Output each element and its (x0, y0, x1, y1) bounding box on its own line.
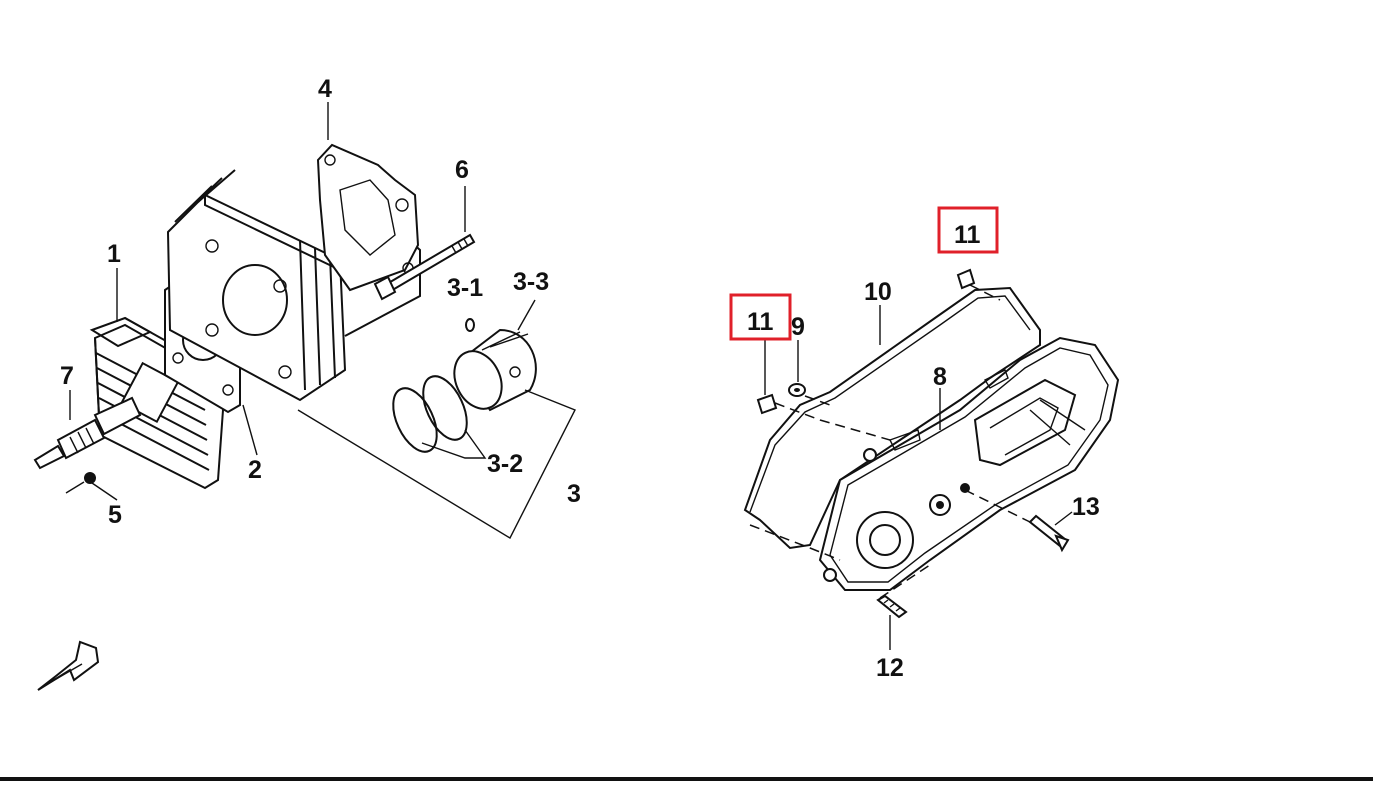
alignment-line-1 (774, 402, 891, 441)
leader-line-3-2 (421, 429, 487, 459)
part-label-9: 9 (791, 313, 805, 341)
part-label-13: 13 (1072, 493, 1100, 521)
cover-bolt-right (1028, 514, 1070, 553)
part-label-3-1: 3-1 (447, 274, 483, 302)
part-label-11-left: 11 (747, 308, 774, 336)
highlight-box-11-top (937, 206, 999, 254)
alignment-line-2 (804, 395, 831, 406)
part-label-7: 7 (60, 362, 74, 390)
alignment-line-3 (969, 284, 1001, 301)
piston (453, 328, 537, 412)
head-nut (65, 472, 96, 494)
leader-line-3-3 (517, 299, 536, 331)
cover-bolt-bottom (876, 594, 908, 619)
part-label-8: 8 (933, 363, 947, 391)
part-label-2: 2 (248, 456, 262, 484)
part-label-4: 4 (318, 75, 332, 103)
part-label-3-2: 3-2 (487, 450, 523, 478)
highlight-box-11-left (729, 293, 792, 341)
front-arrow-icon (37, 640, 100, 691)
dowel-pin-top (956, 268, 976, 290)
part-label-3-3: 3-3 (513, 268, 549, 296)
piston-pin-clip (465, 318, 475, 332)
crankcase-cover-assembly: 8 9 10 11 11 12 13 (729, 206, 1120, 682)
base-gasket (316, 143, 420, 292)
dowel-pin-left (756, 393, 778, 415)
part-label-11-top: 11 (954, 221, 981, 249)
piston-rings (392, 375, 468, 453)
part-label-10: 10 (864, 278, 892, 306)
alignment-line-4 (964, 489, 1031, 523)
cylinder-assembly: 1 2 3 3-1 3-2 3-3 4 5 6 7 (33, 75, 581, 539)
part-label-3: 3 (567, 480, 581, 508)
bottom-border (0, 777, 1373, 781)
cover-gasket (743, 286, 1041, 550)
leader-line-13 (1054, 511, 1073, 526)
spark-plug (33, 396, 142, 470)
stud-bolt (373, 233, 476, 301)
leader-line-5 (91, 482, 118, 501)
part-label-12: 12 (876, 654, 904, 682)
leader-line-3 (297, 389, 576, 539)
part-label-6: 6 (455, 156, 469, 184)
part-label-5: 5 (108, 501, 122, 529)
alignment-line-5 (749, 524, 841, 561)
washer (788, 383, 806, 397)
alignment-line-6 (879, 564, 931, 599)
part-label-1: 1 (107, 240, 121, 268)
leader-line-2 (242, 404, 258, 456)
